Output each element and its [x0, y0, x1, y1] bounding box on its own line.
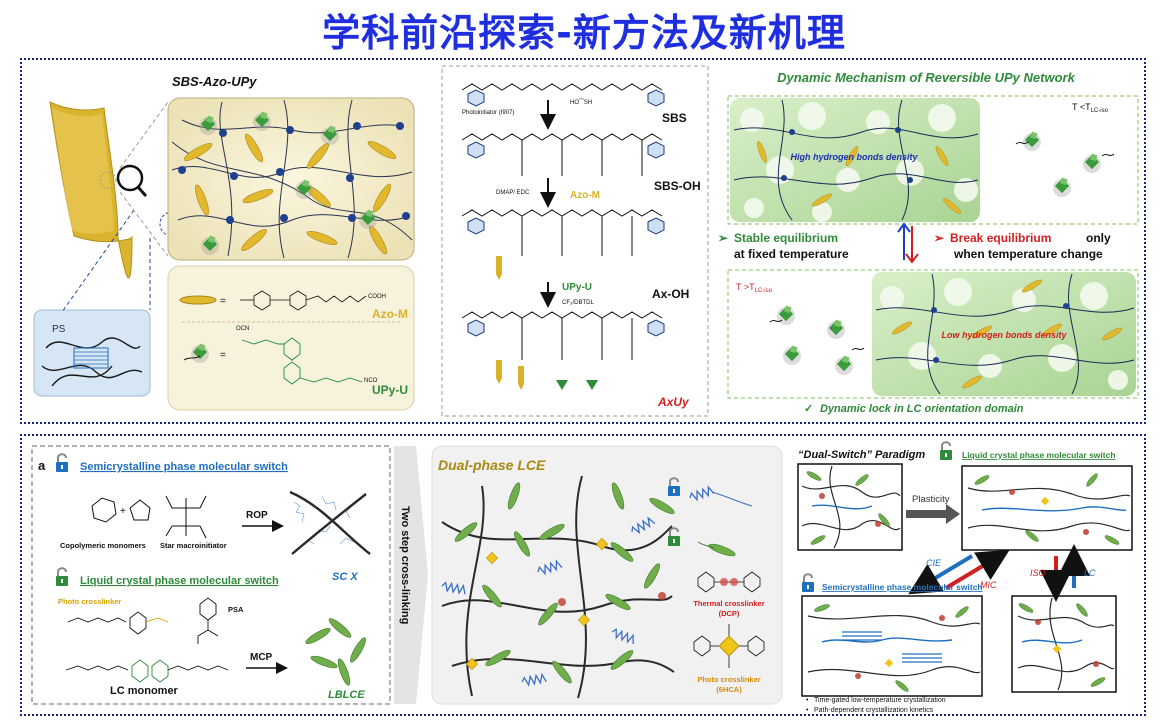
dual-lce-box: [431, 445, 783, 705]
ps-label: PS: [52, 324, 66, 335]
lc-switch-title: Liquid crystal phase molecular switch: [80, 575, 279, 587]
lock-label: Dynamic lock in LC orientation domain: [820, 403, 1024, 415]
svg-text:➢: ➢: [718, 231, 729, 245]
photo-cl-label: Photo crosslinker: [58, 597, 121, 606]
svg-text:=: =: [220, 296, 226, 307]
bullet-1: Time-gated low-temperature crystallizati…: [814, 697, 946, 704]
thermal-label-a: Thermal crosslinker: [693, 599, 764, 608]
svg-text:+: +: [120, 506, 126, 517]
rop-label: ROP: [246, 510, 268, 521]
psa-label: PSA: [228, 605, 244, 614]
stable-label-b: at fixed temperature: [734, 247, 849, 261]
azo-label: Azo-M: [372, 307, 408, 321]
copoly-label: Copolymeric monomers: [60, 541, 146, 550]
axuy-label: AxUy: [657, 395, 690, 409]
bullet-2: Path-dependent crystallization kinetics: [814, 707, 934, 714]
dmap-label: DMAP/ EDC: [496, 190, 530, 196]
svg-text:✓: ✓: [804, 403, 813, 415]
stable-label-a: Stable equilibrium: [734, 231, 838, 245]
break-only: only: [1086, 231, 1111, 245]
lc-switch2-title: Liquid crystal phase molecular switch: [962, 450, 1116, 460]
page-title: 学科前沿探索-新方法及新机理: [322, 11, 846, 55]
photo-label-a: Photo crosslinker: [697, 675, 760, 684]
svg-text:NCO: NCO: [364, 378, 378, 384]
break-label-b: when temperature change: [953, 247, 1103, 261]
cie-label: CIE: [926, 558, 942, 568]
break-label-a: Break equilibrium: [950, 231, 1051, 245]
thiol-label: HO⁀SH: [570, 98, 592, 106]
svg-text:COOH: COOH: [368, 294, 386, 300]
bottom-panel: a Semicrystalline phase molecular switch…: [20, 434, 1146, 716]
mic-label: MIC: [980, 580, 997, 590]
svg-text:=: =: [220, 350, 226, 361]
star-label: Star macroinitiator: [160, 541, 227, 550]
svg-text:OCN: OCN: [236, 326, 249, 332]
svg-text:•: •: [806, 697, 809, 704]
synthesis-box: [441, 65, 709, 417]
sbs-oh-label: SBS-OH: [654, 179, 701, 193]
top-figure: PS SBS-Azo-UPy: [33, 65, 1139, 417]
lc-monomer-label: LC monomer: [110, 685, 179, 697]
lblce-label: LBLCE: [328, 689, 365, 701]
high-hb-label: High hydrogen bonds density: [790, 152, 918, 162]
panel-a-label: a: [38, 458, 46, 473]
legend-box: [167, 265, 415, 411]
svg-text:•: •: [806, 707, 809, 714]
mcp-label: MCP: [250, 652, 273, 663]
ax-oh-label: Ax-OH: [652, 287, 689, 301]
cat-label: CF₃/DBTDL: [562, 300, 594, 306]
t-high-label: T >TLC-iso: [736, 282, 773, 294]
low-hb-label: Low hydrogen bonds density: [941, 330, 1067, 340]
scx-label: SC X: [332, 571, 358, 583]
state-box-2: [961, 465, 1133, 551]
t-low-label: T <TLC-iso: [1072, 102, 1109, 114]
upy-label: UPy-U: [372, 383, 408, 397]
sbs-label: SBS: [662, 111, 687, 125]
magnifier-icon: [116, 164, 144, 192]
two-step-label: Two step cross-linking: [399, 506, 411, 624]
state-box-3: [801, 595, 983, 697]
top-panel: PS SBS-Azo-UPy: [20, 58, 1146, 424]
semi-switch2-title: Semicrystalline phase molecular switch: [822, 582, 983, 592]
paradigm-title: “Dual-Switch” Paradigm: [798, 449, 925, 461]
upy-u-label: UPy-U: [562, 282, 592, 293]
plasticity-label: Plasticity: [912, 494, 950, 505]
semi-switch-title: Semicrystalline phase molecular switch: [80, 461, 288, 473]
mechanism-title: Dynamic Mechanism of Reversible UPy Netw…: [777, 70, 1075, 85]
iso-label: ISO: [1030, 568, 1046, 578]
dual-lce-title: Dual-phase LCE: [438, 457, 546, 473]
svg-text:➢: ➢: [934, 231, 945, 245]
bottom-figure: a Semicrystalline phase molecular switch…: [31, 441, 1133, 714]
lc-label: LC: [1084, 568, 1096, 578]
azo-m-label: Azo-M: [570, 190, 600, 201]
sbs-title: SBS-Azo-UPy: [172, 74, 257, 89]
ps-box: [33, 309, 151, 397]
photo-label-b: (6HCA): [716, 685, 742, 694]
photoinit-label: Photoinitiator (I907): [462, 110, 514, 116]
thermal-label-b: (DCP): [719, 609, 740, 618]
